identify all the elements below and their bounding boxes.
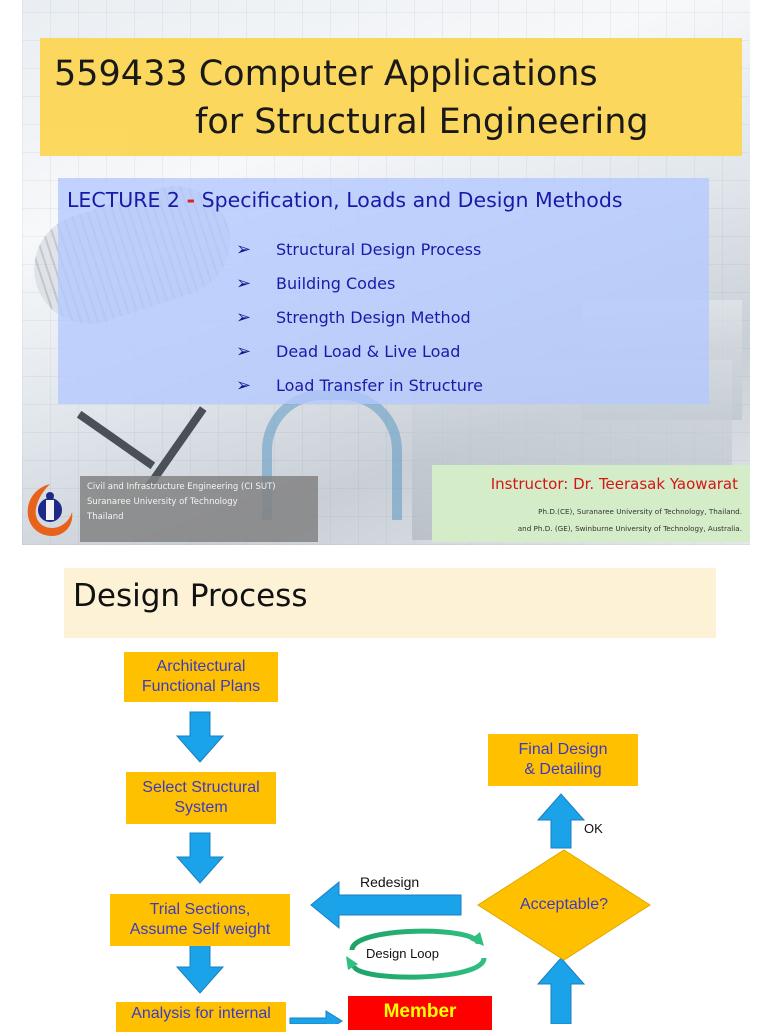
lecture-topics-list: ➢ Structural Design Process ➢ Building Cod… [236, 232, 483, 402]
instructor-box: Instructor: Dr. Teerasak Yaowarat Ph.D.(… [432, 465, 750, 542]
university-logo-icon [27, 484, 73, 536]
list-item: ➢ Structural Design Process [236, 232, 483, 266]
institution-line: Suranaree University of Technology [87, 497, 238, 507]
up-arrow-icon [536, 793, 586, 849]
lecture-number: LECTURE 2 [67, 188, 180, 212]
box-text: Final Design [518, 741, 608, 758]
list-item: ➢ Dead Load & Live Load [236, 334, 483, 368]
topic-text: Load Transfer in Structure [276, 375, 483, 395]
topic-text: Dead Load & Live Load [276, 341, 461, 361]
slide-title-banner: Design Process [64, 568, 716, 638]
lecture-subject: Specification, Loads and Design Methods [201, 188, 623, 212]
institution-line: Civil and Infrastructure Engineering (CI… [87, 482, 276, 492]
list-item: ➢ Load Transfer in Structure [236, 368, 483, 402]
lecture-dash: - [186, 188, 196, 212]
topic-text: Strength Design Method [276, 307, 471, 327]
credential-line: and Ph.D. (GE), Swinburne University of … [517, 524, 742, 533]
member-label: Member [383, 1001, 457, 1022]
up-arrow-icon [536, 957, 586, 1024]
course-title-box: 559433 Computer Applications for Structu… [40, 38, 742, 156]
box-text: Trial Sections, [149, 901, 251, 918]
trial-sections-box: Trial Sections, Assume Self weight [110, 894, 290, 946]
list-item: ➢ Strength Design Method [236, 300, 483, 334]
member-design-box: Member [348, 996, 492, 1030]
credential-line: Ph.D.(CE), Suranaree University of Techn… [538, 507, 742, 516]
arrow-right-icon: ➢ [236, 272, 252, 294]
final-design-box: Final Design & Detailing [488, 734, 638, 786]
institution-line: Thailand [87, 512, 124, 522]
box-text: System [174, 799, 228, 816]
left-arrow-icon [310, 880, 462, 930]
box-text: Assume Self weight [129, 921, 271, 938]
lecture-box: LECTURE 2 - Specification, Loads and Des… [58, 178, 709, 404]
ok-label: OK [584, 821, 603, 836]
box-text: Select Structural [142, 779, 260, 796]
down-arrow-icon [175, 832, 225, 884]
right-arrow-icon [289, 1010, 343, 1024]
acceptable-label: Acceptable? [519, 896, 609, 913]
arrow-right-icon: ➢ [236, 340, 252, 362]
course-title-line2: for Structural Engineering [195, 102, 649, 142]
title-slide: 559433 Computer Applications for Structu… [22, 0, 750, 545]
topic-text: Structural Design Process [276, 239, 482, 259]
course-title-line1: 559433 Computer Applications [54, 54, 598, 94]
box-text: Architectural [156, 658, 246, 675]
design-process-flowchart-arrows [175, 711, 651, 1024]
slide-title: Design Process [73, 578, 308, 614]
analysis-box: Analysis for internal [116, 1002, 286, 1032]
institution-box: Civil and Infrastructure Engineering (CI… [80, 476, 318, 542]
box-text: Analysis for internal [131, 1005, 271, 1022]
list-item: ➢ Building Codes [236, 266, 483, 300]
redesign-label: Redesign [360, 874, 420, 890]
design-loop-label: Design Loop [366, 946, 439, 961]
instructor-name: Instructor: Dr. Teerasak Yaowarat [490, 475, 738, 493]
arrow-right-icon: ➢ [236, 306, 252, 328]
down-arrow-icon [175, 942, 225, 994]
down-arrow-icon [175, 711, 225, 763]
box-text: & Detailing [524, 761, 602, 778]
arrow-right-icon: ➢ [236, 238, 252, 260]
lecture-title: LECTURE 2 - Specification, Loads and Des… [67, 188, 623, 212]
design-loop-arrow-icon [351, 957, 487, 980]
topic-text: Building Codes [276, 273, 396, 293]
acceptable-decision-diamond [477, 849, 651, 961]
arrow-right-icon: ➢ [236, 374, 252, 396]
box-text: Functional Plans [141, 678, 261, 695]
